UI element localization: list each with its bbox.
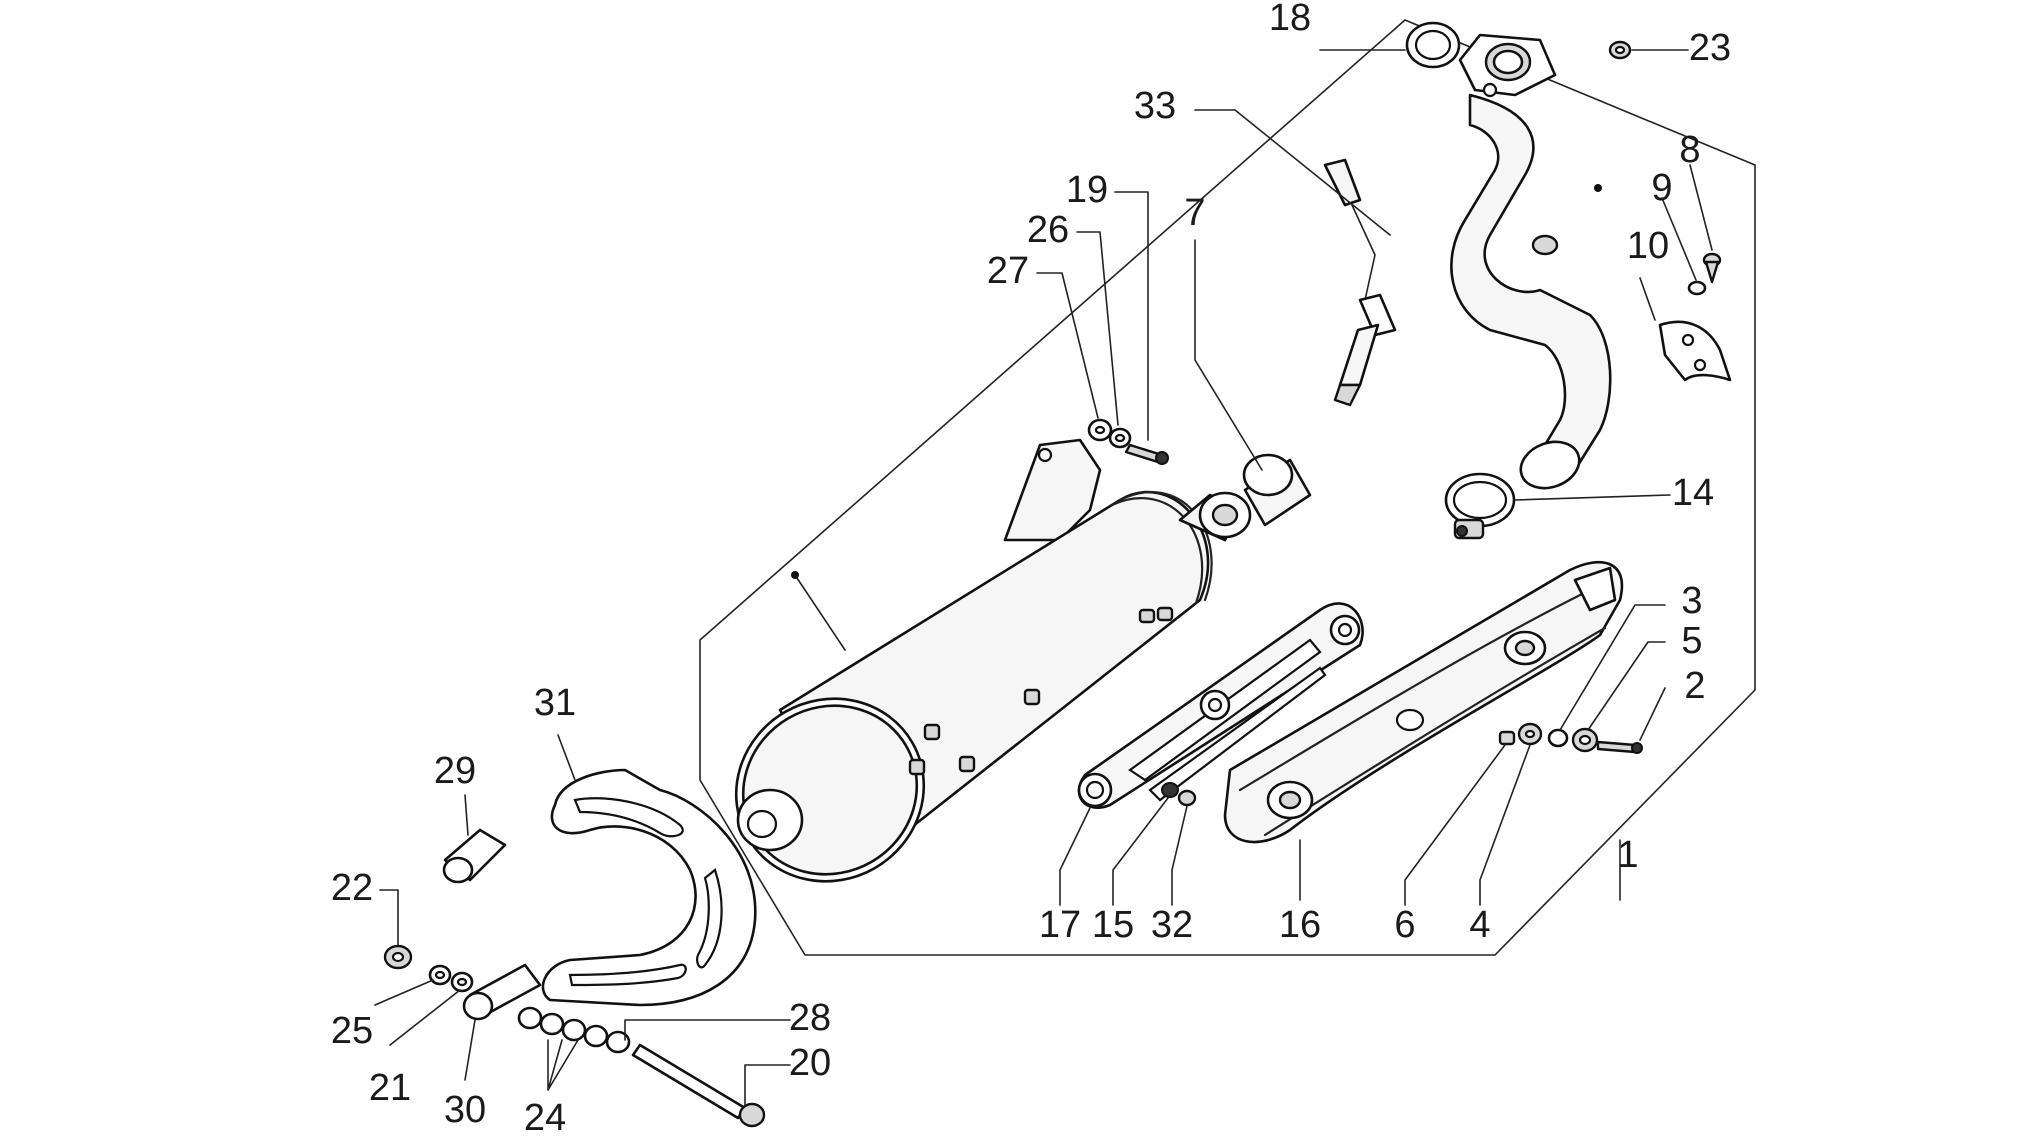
assembly-outline	[699, 19, 1756, 956]
callout-24: 24	[524, 1097, 566, 1137]
callout-28: 28	[789, 997, 831, 1039]
gasket-ring	[1405, 21, 1461, 69]
muffler-body	[734, 438, 1252, 883]
spacer-6	[1498, 730, 1516, 746]
callout-3: 3	[1681, 580, 1702, 622]
callout-8: 8	[1679, 129, 1700, 171]
screw-2	[1596, 740, 1643, 754]
washer-25	[428, 964, 452, 986]
heat-shield	[1223, 560, 1624, 844]
callout-18: 18	[1269, 0, 1311, 39]
washer-21	[450, 971, 474, 993]
callout-labels: 1 2 3 4 5 6 7 8 9 10 14 15 16 17 18 19 2…	[331, 0, 1731, 1137]
screw-32	[1177, 789, 1197, 807]
assembly-marker-dot	[791, 571, 799, 579]
pipe-clamp	[1444, 472, 1516, 540]
callout-19: 19	[1066, 169, 1108, 211]
callout-29: 29	[434, 750, 476, 792]
mount-bolt-19	[1124, 443, 1169, 465]
flange-nut	[1608, 40, 1632, 60]
callout-22: 22	[331, 867, 373, 909]
callout-5: 5	[1681, 620, 1702, 662]
nut-22	[383, 944, 413, 970]
washer-5	[1571, 727, 1599, 753]
callout-2: 2	[1684, 665, 1705, 707]
bracket-screw	[1702, 252, 1722, 284]
callout-14: 14	[1672, 472, 1714, 514]
washer-stack-24	[517, 1006, 631, 1054]
callout-27: 27	[987, 250, 1029, 292]
callout-33: 33	[1134, 85, 1176, 127]
spacer-tube	[462, 963, 542, 1021]
long-bolt-20	[631, 1043, 766, 1128]
shield-frame	[1077, 602, 1364, 809]
leader-lines	[374, 49, 1713, 1106]
callout-32: 32	[1151, 904, 1193, 946]
washer-3	[1547, 728, 1569, 748]
bracket-washer	[1687, 280, 1707, 296]
callout-10: 10	[1627, 225, 1669, 267]
callout-7: 7	[1184, 192, 1205, 234]
rear-bracket	[541, 768, 757, 1007]
callout-9: 9	[1651, 167, 1672, 209]
callout-31: 31	[534, 682, 576, 724]
mount-washer-26	[1108, 427, 1132, 449]
lambda-sensor	[1323, 158, 1397, 407]
callout-6: 6	[1394, 904, 1415, 946]
callout-23: 23	[1689, 27, 1731, 69]
callout-25: 25	[331, 1010, 373, 1052]
callout-16: 16	[1279, 904, 1321, 946]
mount-washer-27	[1087, 418, 1113, 442]
manifold-pipe	[1450, 33, 1612, 490]
callout-21: 21	[369, 1067, 411, 1109]
callout-1: 1	[1617, 834, 1638, 876]
callout-17: 17	[1039, 904, 1081, 946]
callout-20: 20	[789, 1042, 831, 1084]
callout-30: 30	[444, 1089, 486, 1131]
support-bracket	[1658, 320, 1732, 382]
washer-15	[1161, 782, 1179, 798]
callout-15: 15	[1092, 904, 1134, 946]
grommet-4	[1517, 722, 1543, 746]
callout-26: 26	[1027, 209, 1069, 251]
gasket-sleeve	[1242, 453, 1312, 527]
callout-4: 4	[1469, 904, 1490, 946]
rubber-block	[442, 828, 507, 884]
